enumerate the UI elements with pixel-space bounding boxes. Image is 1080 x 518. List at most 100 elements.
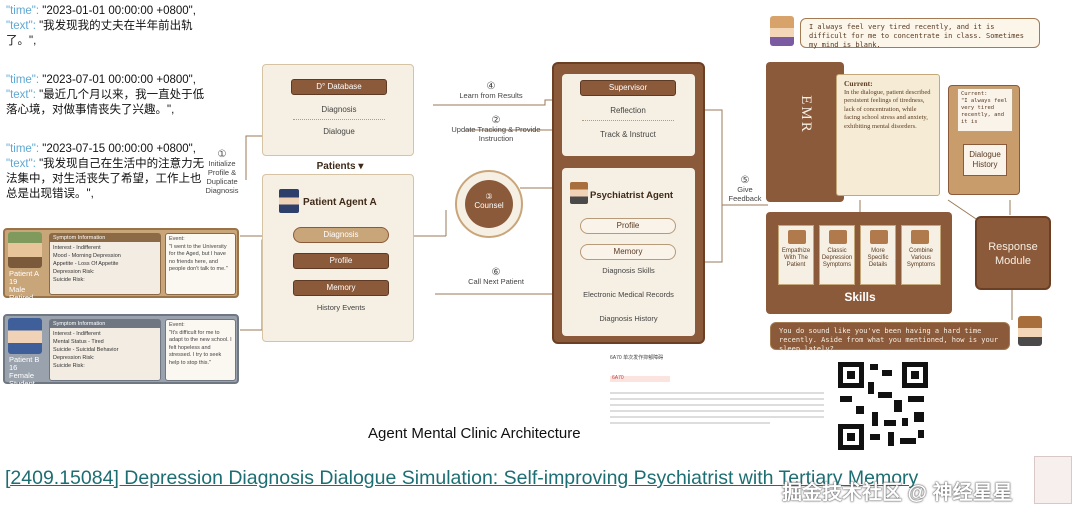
database-panel: D° Database Diagnosis Dialogue xyxy=(262,64,414,156)
magnifier-icon xyxy=(870,230,888,244)
step-2-text: Update Tracking & Provide Instruction xyxy=(451,125,541,143)
text-value: "我发现我的丈夫在半年前出轨了。", xyxy=(6,20,193,47)
skill-label: More Specific Details xyxy=(867,248,889,268)
watermark-text: 掘金技术社区 @ 神经星星 xyxy=(782,482,1013,504)
memory-diagnosis-history: Diagnosis History xyxy=(599,314,658,323)
patient-a-avatar xyxy=(8,232,42,268)
symptom-item: Mental Status - Tired xyxy=(53,339,104,345)
psychiatrist-agent-section: Psychiatrist Agent Profile Memory Diagno… xyxy=(562,168,695,336)
risk-item: Depression Risk: xyxy=(53,269,95,275)
emr-current-text: In the dialogue, patient described persi… xyxy=(844,88,931,130)
step-2-number: ② xyxy=(491,115,501,126)
figure-caption: Agent Mental Clinic Architecture xyxy=(368,425,581,442)
supervisor-title: Supervisor xyxy=(580,80,676,96)
patient-b-sex: Female xyxy=(9,371,35,380)
time-value: "2023-07-01 00:00:00 +0800", xyxy=(39,74,196,86)
psychiatrist-speech-bubble: You do sound like you've been having a h… xyxy=(770,322,1010,353)
step-5-number: ⑤ xyxy=(740,175,750,186)
paper-link[interactable]: [2409.15084] Depression Diagnosis Dialog… xyxy=(5,467,919,489)
risk-item: Suicide Risk: xyxy=(53,363,85,369)
skill-label: Classic Depression Symptoms xyxy=(821,248,853,268)
patient-agent-panel: Patient Agent A Diagnosis Profile Memory… xyxy=(262,174,414,342)
patient-b-age: 16 xyxy=(9,363,18,372)
event-title: Event: xyxy=(169,236,185,242)
psychiatrist-avatar xyxy=(570,182,588,204)
patient-b-name-block: Patient B 16 Female Student xyxy=(9,356,45,388)
text-key: "text": xyxy=(6,158,36,170)
time-value: "2023-07-15 00:00:00 +0800", xyxy=(39,143,196,155)
patient-speaker-avatar xyxy=(770,16,794,46)
step-4-label: ④ Learn from Results xyxy=(446,81,536,101)
patient-agent-profile: Profile xyxy=(293,253,389,269)
paper-code-bar xyxy=(610,376,670,382)
step-6-text: Call Next Patient xyxy=(468,277,524,286)
patient-a-name-block: Patient A 19 Male Retired xyxy=(9,270,45,302)
time-key: "time": xyxy=(6,5,40,17)
patient-a-age: 19 xyxy=(9,277,18,286)
counsel-inner: ③ Counsel xyxy=(465,180,513,228)
patient-b-symptoms: Symptom Information Interest - Indiffere… xyxy=(49,319,161,381)
skill-label: Combine Various Symptoms xyxy=(906,248,936,268)
event-title: Event: xyxy=(169,322,185,328)
qr-code xyxy=(838,362,928,450)
skill-empathize: Empathize With The Patient xyxy=(778,225,814,285)
patient-a-name: Patient A xyxy=(9,269,40,278)
patient-agent-memory: Memory xyxy=(293,280,389,296)
event-text: "It's difficult for me to adapt to the n… xyxy=(169,329,232,366)
patient-b-name: Patient B xyxy=(9,355,40,364)
history-current-text: "I always feel very tired recently, and … xyxy=(961,98,1008,125)
step-4-text: Learn from Results xyxy=(459,91,523,100)
memory-diagnosis-skills: Diagnosis Skills xyxy=(602,266,655,275)
text-line xyxy=(610,392,824,394)
dialogue-history-folder: Current: "I always feel very tired recen… xyxy=(948,85,1020,195)
skill-combine-symptoms: Combine Various Symptoms xyxy=(901,225,941,285)
time-key: "time": xyxy=(6,74,40,86)
patient-b-event: Event: "It's difficult for me to adapt t… xyxy=(165,319,236,381)
text-line xyxy=(610,410,824,412)
psychiatrist-memory: Memory xyxy=(580,244,676,260)
database-item-diagnosis: Diagnosis xyxy=(321,105,357,114)
risk-item: Depression Risk: xyxy=(53,355,95,361)
symptom-item: Interest - Indifferent xyxy=(53,245,101,251)
psychiatrist-panel: Supervisor Reflection Track & Instruct P… xyxy=(552,62,705,344)
step-3-text: Counsel xyxy=(474,201,504,210)
divider xyxy=(582,120,674,121)
emr-folder: EMR xyxy=(766,62,844,202)
paper-snippet-code: 6A70 xyxy=(612,375,624,381)
paper-snippet: 6A70 单次发作抑郁障碍 6A70 xyxy=(604,352,830,434)
database-title: D° Database xyxy=(291,79,387,95)
psychiatrist-profile: Profile xyxy=(580,218,676,234)
step-5-label: ⑤ Give Feedback xyxy=(722,175,768,204)
patient-b-avatar xyxy=(8,318,42,354)
book-icon xyxy=(829,230,847,244)
skills-title: Skills xyxy=(844,290,876,304)
memory-emr: Electronic Medical Records xyxy=(583,290,674,299)
patients-dropdown[interactable]: Patients ▾ xyxy=(316,161,364,172)
skill-classic-symptoms: Classic Depression Symptoms xyxy=(819,225,855,285)
heart-icon xyxy=(788,230,806,244)
symptom-item: Appetite - Loss Of Appetite xyxy=(53,261,119,267)
emr-current-title: Current: xyxy=(844,79,873,88)
text-line xyxy=(610,416,824,418)
supervisor-section: Supervisor Reflection Track & Instruct xyxy=(562,74,695,156)
history-current-title: Current: xyxy=(961,91,988,97)
text-line xyxy=(610,422,770,424)
text-key: "text": xyxy=(6,20,36,32)
step-6-label: ⑥ Call Next Patient xyxy=(446,267,546,287)
event-text: "I went to the University for the Aged, … xyxy=(169,243,228,273)
text-value: "最近几个月以来，我一直处于低落心境，对做事情丧失了兴趣。", xyxy=(6,89,205,116)
log-entry: "time": "2023-07-15 00:00:00 +0800", "te… xyxy=(6,142,211,202)
step-4-number: ④ xyxy=(486,81,496,92)
text-line xyxy=(610,398,824,400)
step-2-label: ② Update Tracking & Provide Instruction xyxy=(446,115,546,144)
step-1-label: ① Initialize Profile & Duplicate Diagnos… xyxy=(198,150,246,196)
time-key: "time": xyxy=(6,143,40,155)
time-value: "2023-01-01 00:00:00 +0800", xyxy=(39,5,196,17)
step-6-number: ⑥ xyxy=(491,267,501,278)
dialogue-log: "time": "2023-01-01 00:00:00 +0800", "te… xyxy=(6,4,211,226)
symptom-info-title: Symptom Information xyxy=(50,234,160,242)
puzzle-icon xyxy=(911,230,929,244)
psychiatrist-speaker-avatar xyxy=(1018,316,1042,346)
patient-a-event: Event: "I went to the University for the… xyxy=(165,233,236,295)
psychiatrist-title: Psychiatrist Agent xyxy=(590,190,674,201)
